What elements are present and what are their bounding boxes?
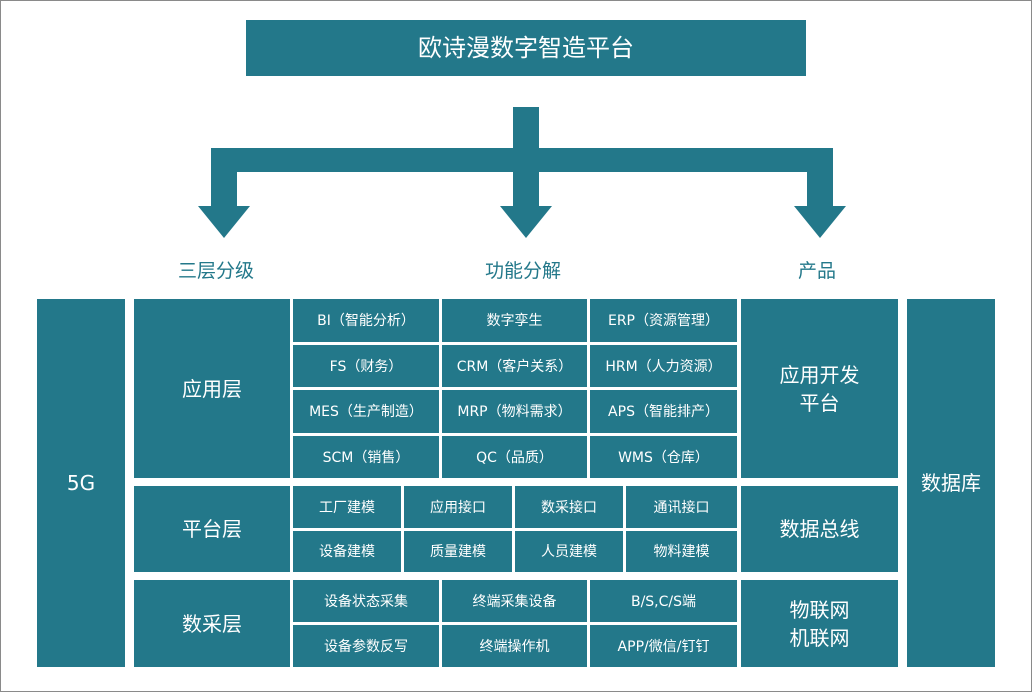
module-cell: BI（智能分析） bbox=[293, 299, 439, 342]
module-cell: 通讯接口 bbox=[626, 486, 737, 528]
layer-label: 平台层 bbox=[134, 486, 290, 572]
product-box: 数据总线 bbox=[741, 486, 898, 572]
arrow-mid-head bbox=[500, 206, 552, 238]
layer-label: 数采层 bbox=[134, 580, 290, 667]
branch-label-functions: 功能分解 bbox=[484, 260, 562, 282]
module-cell: MES（生产制造） bbox=[293, 390, 439, 433]
module-cell: HRM（人力资源） bbox=[590, 344, 737, 387]
module-cell: 数采接口 bbox=[515, 486, 623, 528]
module-cell: 物料建模 bbox=[626, 530, 737, 572]
module-cell: APP/微信/钉钉 bbox=[590, 625, 737, 667]
module-cell: 设备参数反写 bbox=[293, 625, 439, 667]
arrow-mid-stem bbox=[513, 148, 539, 208]
module-cell: 应用接口 bbox=[404, 486, 512, 528]
branch-label-products: 产品 bbox=[797, 260, 837, 282]
module-cell: QC（品质） bbox=[442, 435, 587, 478]
arrow-left-head bbox=[198, 206, 250, 238]
module-cell: B/S,C/S端 bbox=[590, 580, 737, 622]
platform-title: 欧诗漫数字智造平台 bbox=[246, 20, 806, 76]
arrow-stem bbox=[513, 107, 539, 152]
module-cell: 工厂建模 bbox=[293, 486, 401, 528]
module-cell: 设备状态采集 bbox=[293, 580, 439, 622]
module-cell: SCM（销售） bbox=[293, 435, 439, 478]
arrow-right-stem bbox=[807, 148, 833, 208]
5g-column: 5G bbox=[37, 299, 125, 667]
branch-arrows bbox=[198, 107, 846, 238]
module-cell: FS（财务） bbox=[293, 344, 439, 387]
module-cell: 人员建模 bbox=[515, 530, 623, 572]
module-cell: 终端操作机 bbox=[442, 625, 587, 667]
module-cell: 数字孪生 bbox=[442, 299, 587, 342]
module-cell: CRM（客户关系） bbox=[442, 344, 587, 387]
branch-label-layers: 三层分级 bbox=[177, 260, 255, 282]
product-box: 应用开发 平台 bbox=[741, 299, 898, 478]
module-cell: ERP（资源管理） bbox=[590, 299, 737, 342]
arrow-left-stem bbox=[211, 148, 237, 208]
product-box: 物联网 机联网 bbox=[741, 580, 898, 667]
arrow-right-head bbox=[794, 206, 846, 238]
module-cell: 质量建模 bbox=[404, 530, 512, 572]
database-column: 数据库 bbox=[907, 299, 995, 667]
layer-label: 应用层 bbox=[134, 299, 290, 478]
module-cell: WMS（仓库） bbox=[590, 435, 737, 478]
module-cell: 设备建模 bbox=[293, 530, 401, 572]
module-cell: APS（智能排产） bbox=[590, 390, 737, 433]
module-cell: MRP（物料需求） bbox=[442, 390, 587, 433]
module-cell: 终端采集设备 bbox=[442, 580, 587, 622]
